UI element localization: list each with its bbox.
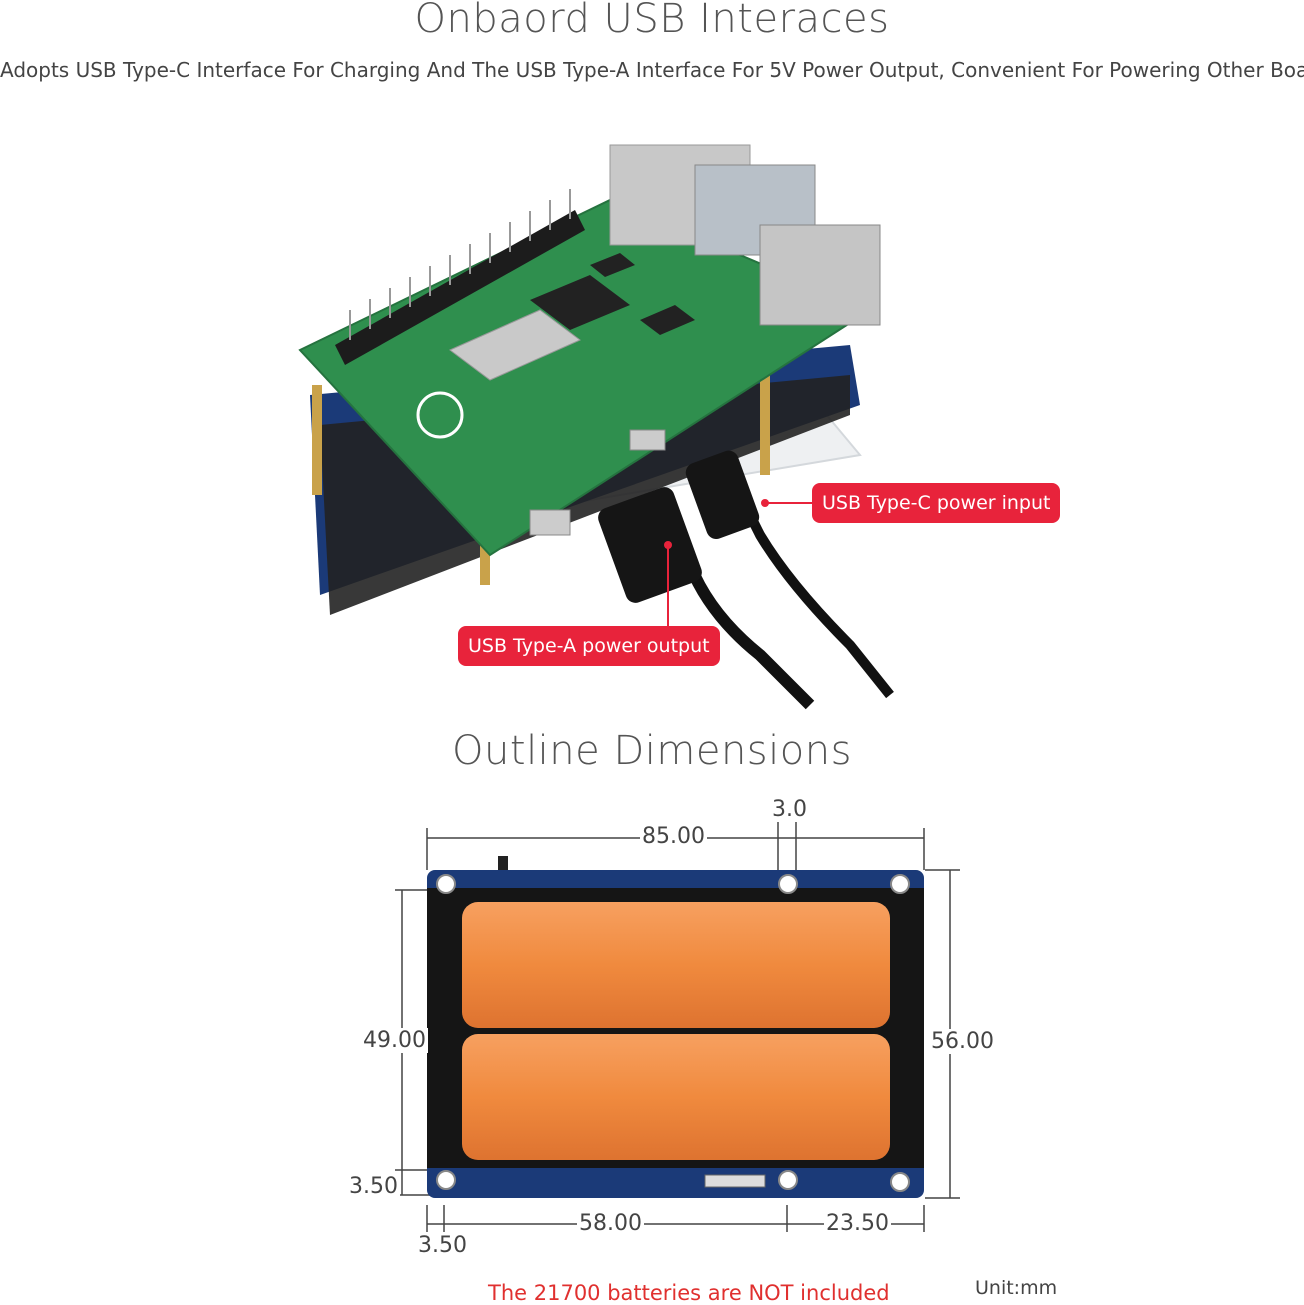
dim-left-height: 49.00 xyxy=(361,1028,428,1053)
header-pads xyxy=(704,1174,766,1188)
dim-bottom-span: 58.00 xyxy=(577,1211,644,1236)
soc-chip xyxy=(449,309,581,381)
ram-chip xyxy=(530,275,630,330)
usb-c-port xyxy=(529,509,571,536)
dimension-drawing xyxy=(395,820,960,1232)
dim-bottom-offset: 3.50 xyxy=(347,1174,400,1199)
page-subtitle: Adopts USB Type-C Interface For Charging… xyxy=(0,58,1304,82)
battery-note: The 21700 batteries are NOT included xyxy=(488,1281,890,1305)
dim-top-width: 85.00 xyxy=(640,824,707,849)
raspberry-logo xyxy=(416,391,464,439)
usb-c-cable xyxy=(725,472,894,699)
callout-usb-typec: USB Type-C power input xyxy=(812,483,1061,523)
hdmi-port xyxy=(629,429,666,451)
battery-cell xyxy=(462,902,890,1028)
dim-top-hole: 3.0 xyxy=(770,797,809,822)
usb-c-plug xyxy=(685,450,760,540)
product-photo xyxy=(298,144,894,710)
dimensions-title: Outline Dimensions xyxy=(452,728,852,774)
gpio-header xyxy=(335,210,585,365)
unit-label: Unit:mm xyxy=(975,1277,1058,1299)
standoff xyxy=(760,375,770,475)
dim-bottom-right: 23.50 xyxy=(824,1211,891,1236)
usb-a-plug xyxy=(598,487,702,603)
chip xyxy=(640,305,695,335)
usb-port xyxy=(759,224,881,326)
dim-bottom-left-margin: 3.50 xyxy=(416,1233,469,1258)
dim-right-height: 56.00 xyxy=(929,1029,996,1054)
switch xyxy=(498,856,508,870)
page-title: Onbaord USB Interaces xyxy=(414,0,890,42)
chip xyxy=(590,253,635,277)
standoff xyxy=(312,385,322,495)
battery-cell xyxy=(462,1034,890,1160)
callout-usb-typea: USB Type-A power output xyxy=(458,626,720,666)
